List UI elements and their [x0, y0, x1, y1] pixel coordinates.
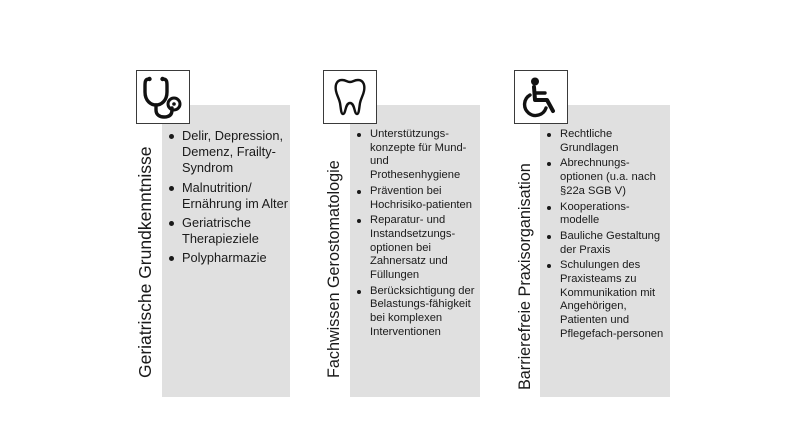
icon-box: [323, 70, 377, 124]
column-barrierefreie-praxisorganisation: Barrierefreie Praxisorganisation Rechtli…: [0, 0, 670, 397]
bullet-list: Rechtliche Grundlagen Abrechnungs-option…: [546, 128, 668, 344]
list-item: Rechtliche Grundlagen: [546, 128, 668, 155]
list-item: Kooperations-modelle: [546, 201, 668, 228]
list-item: Bauliche Gestaltung der Praxis: [546, 230, 668, 257]
column-geriatrische-grundkenntnisse: Geriatrische Grundkenntnisse Delir, Depr…: [0, 0, 290, 397]
content-box: [162, 105, 290, 397]
content-box: [540, 105, 670, 397]
stethoscope-icon: [141, 74, 185, 120]
list-item: Polypharmazie: [168, 250, 288, 266]
list-item: Delir, Depression, Demenz, Frailty-Syndr…: [168, 128, 288, 177]
bullet-list: Delir, Depression, Demenz, Frailty-Syndr…: [168, 128, 288, 270]
list-item: Prävention bei Hochrisiko-patienten: [356, 185, 478, 212]
list-item: Berücksichtigung der Belastungs-fähigkei…: [356, 285, 478, 340]
list-item: Reparatur- und Instandsetzungs-optionen …: [356, 214, 478, 283]
tooth-icon: [333, 77, 367, 117]
icon-box: [136, 70, 190, 124]
list-item: Geriatrische Therapieziele: [168, 215, 288, 247]
content-box: [350, 105, 480, 397]
column-title: Fachwissen Gerostomatologie: [325, 160, 343, 378]
wheelchair-icon: [520, 76, 562, 118]
bullet-list: Unterstützungs-konzepte für Mund- und Pr…: [356, 128, 478, 342]
list-item: Unterstützungs-konzepte für Mund- und Pr…: [356, 128, 478, 183]
column-title: Barrierefreie Praxisorganisation: [516, 163, 534, 390]
list-item: Schulungen des Praxisteams zu Kommunikat…: [546, 259, 668, 341]
column-fachwissen-gerostomatologie: Fachwissen Gerostomatologie Unterstützun…: [0, 0, 480, 397]
list-item: Malnutrition/ Ernährung im Alter: [168, 180, 288, 212]
icon-box: [514, 70, 568, 124]
column-title: Geriatrische Grundkenntnisse: [135, 146, 155, 379]
list-item: Abrechnungs-optionen (u.a. nach §22a SGB…: [546, 157, 668, 198]
